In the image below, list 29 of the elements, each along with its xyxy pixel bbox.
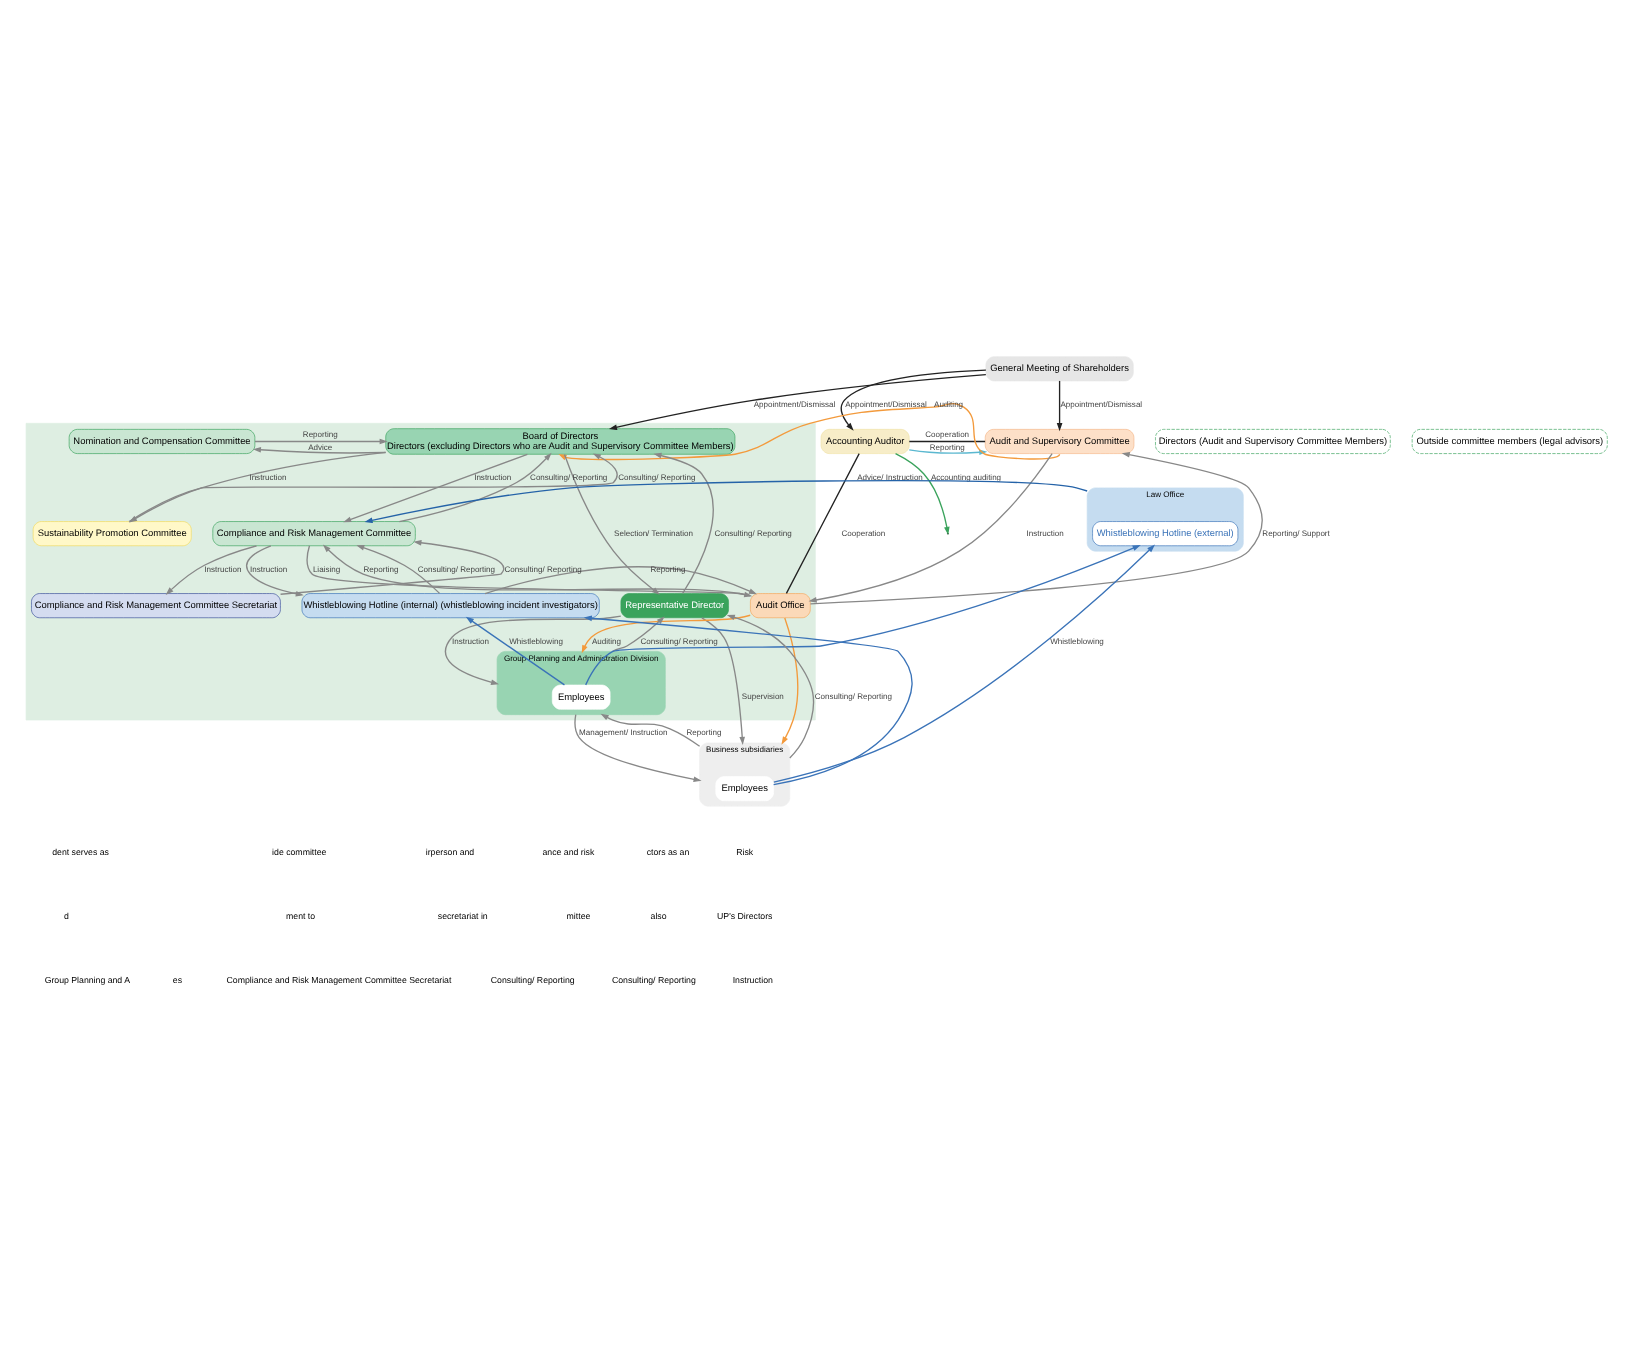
arrow [585, 545, 1141, 686]
arrow [356, 545, 441, 595]
arrow [254, 438, 388, 445]
arrow [809, 452, 1263, 605]
arrow [343, 453, 529, 523]
arrow [364, 480, 1088, 523]
arrow [583, 615, 913, 786]
arrow [701, 617, 746, 745]
connector [908, 440, 986, 443]
arrow [781, 617, 799, 745]
arrow [279, 539, 505, 595]
arrow [612, 616, 665, 653]
arrow [600, 713, 701, 747]
arrow [574, 713, 702, 783]
arrow [840, 369, 987, 431]
arrow [465, 616, 566, 686]
arrow [1056, 380, 1063, 432]
arrow [726, 614, 815, 759]
arrow [245, 545, 304, 597]
arrow [608, 374, 987, 431]
arrow [444, 615, 622, 685]
arrow [398, 452, 552, 523]
connector [785, 452, 860, 594]
arrow [165, 545, 258, 595]
arrow [558, 403, 1061, 461]
arrow [894, 452, 950, 535]
arrow [581, 614, 751, 654]
arrow [808, 453, 1053, 603]
arrow [773, 544, 1155, 783]
